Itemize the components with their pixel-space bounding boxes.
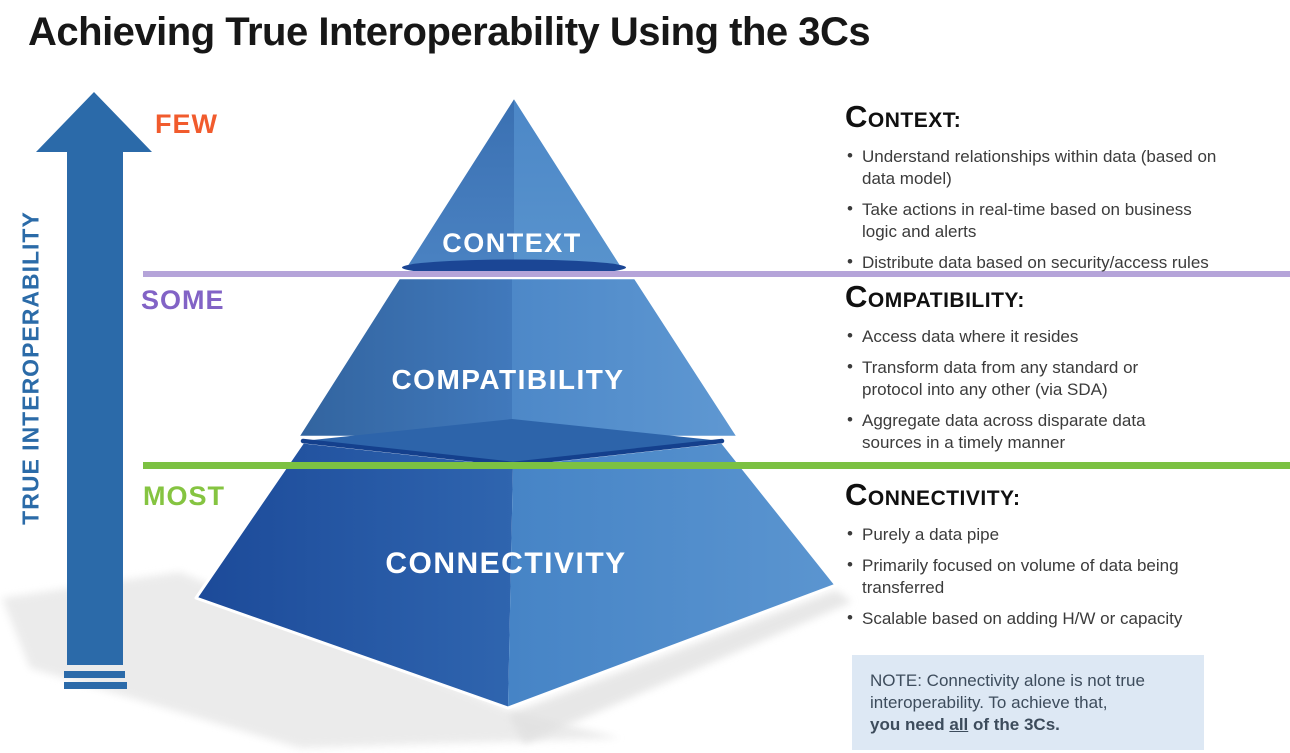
section-compatibility-bullets: Access data where it resides Transform d… (845, 325, 1290, 454)
tier-connectivity-left-face (196, 442, 513, 708)
connectivity-top-face-diamond (303, 419, 722, 464)
section-connectivity: CONNECTIVITY: Purely a data pipe Primari… (845, 478, 1290, 639)
tier-connectivity-right-face (508, 442, 836, 708)
level-label-few: FEW (155, 109, 218, 139)
bullet-item: Scalable based on adding H/W or capacity (845, 607, 1290, 630)
bullet-item: Primarily focused on volume of data bein… (845, 554, 1290, 599)
bullet-item: Aggregate data across disparate data sou… (845, 409, 1290, 454)
green-divider-line (143, 462, 1290, 469)
up-arrow-icon (36, 92, 152, 689)
bullet-item: Transform data from any standard or prot… (845, 356, 1290, 401)
note-box: NOTE: Connectivity alone is not true int… (852, 655, 1204, 750)
bullet-item: Access data where it resides (845, 325, 1290, 348)
level-label-most: MOST (143, 481, 225, 511)
tier-label-context: CONTEXT (442, 228, 582, 258)
section-context-bullets: Understand relationships within data (ba… (845, 145, 1290, 274)
level-label-some: SOME (141, 285, 225, 315)
tier-compatibility-outline (296, 276, 740, 439)
page-title: Achieving True Interoperability Using th… (28, 10, 871, 54)
tier-compatibility-right-face (512, 278, 738, 437)
tier-label-compatibility: COMPATIBILITY (391, 364, 625, 395)
section-context-heading: CONTEXT: (845, 99, 962, 134)
section-context: CONTEXT: Understand relationships within… (845, 100, 1290, 283)
tier-compatibility-left-face (298, 278, 512, 437)
section-compatibility: COMPATIBILITY: Access data where it resi… (845, 280, 1290, 463)
note-text: NOTE: Connectivity alone is not true int… (870, 671, 1145, 712)
bullet-item: Distribute data based on security/access… (845, 251, 1290, 274)
note-bold-prefix: you need (870, 715, 950, 734)
bullet-item: Take actions in real-time based on busin… (845, 198, 1290, 243)
section-connectivity-bullets: Purely a data pipe Primarily focused on … (845, 523, 1290, 630)
section-connectivity-heading: CONNECTIVITY: (845, 477, 1021, 512)
bullet-item: Purely a data pipe (845, 523, 1290, 546)
note-bold-suffix: of the 3Cs. (968, 715, 1060, 734)
note-bold-line: you need all of the 3Cs. (870, 714, 1186, 736)
axis-label-true-interoperability: TRUE INTEROPERABILITY (17, 211, 44, 525)
pyramid-shadow-left (2, 572, 620, 748)
tier-label-connectivity: CONNECTIVITY (385, 547, 627, 580)
pyramid-shadow-right (508, 590, 852, 744)
section-compatibility-heading: COMPATIBILITY: (845, 279, 1025, 314)
bullet-item: Understand relationships within data (ba… (845, 145, 1290, 190)
purple-divider-line (143, 271, 1290, 277)
note-underlined-word: all (949, 715, 969, 734)
